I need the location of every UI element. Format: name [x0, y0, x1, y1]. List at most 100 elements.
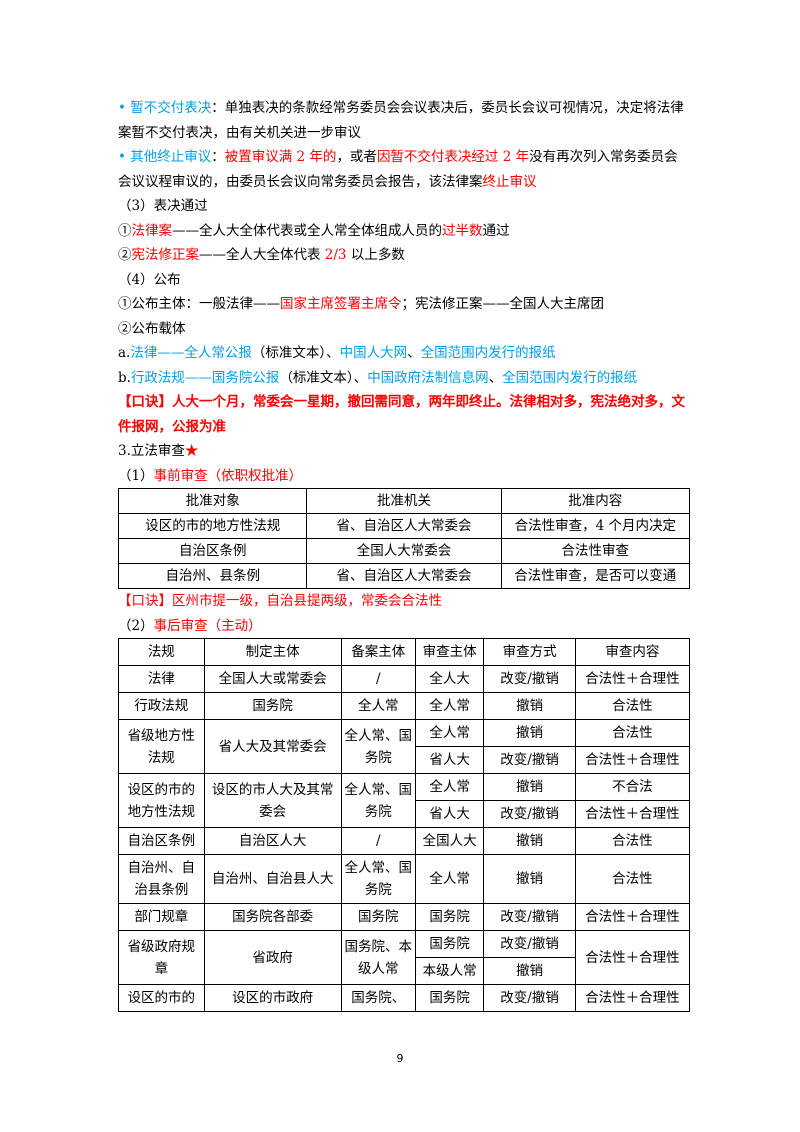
table-cell: 撤销 — [483, 827, 576, 855]
text: 以上多数 — [346, 247, 405, 263]
table-cell: 部门规章 — [118, 903, 205, 931]
table-cell: 全人大 — [414, 665, 485, 693]
table-cell: 设区的市的地方性法规 — [117, 513, 308, 539]
table-header: 批准机关 — [306, 488, 502, 514]
table-cell: 设区的市的 — [118, 984, 205, 1012]
text: ： — [211, 149, 225, 165]
table-cell: 国务院 — [340, 903, 416, 931]
mnemonic-1: 【口诀】人大一个月，常委会一星期，撤回需同意，两年即终止。法律相对多，宪法绝对多… — [118, 394, 685, 435]
table-cell: 改变/撤销 — [483, 984, 576, 1012]
table-cell: 国务院、本级人常 — [340, 930, 416, 985]
table-cell: 自治州、自治县人大 — [203, 854, 342, 904]
table-cell: 省级地方性法规 — [118, 719, 205, 774]
prior-review-table: 批准对象 批准机关 批准内容 设区的市的地方性法规 省、自治区人大常委会 合法性… — [117, 488, 691, 589]
table-cell: 合法性＋合理性 — [574, 665, 691, 693]
table-cell: 设区的市的地方性法规 — [118, 773, 205, 828]
table-cell: 合法性审查，4 个月内决定 — [500, 513, 691, 539]
mnemonic-2: 【口诀】区州市提一级，自治县提两级，常委会合法性 — [118, 593, 442, 609]
table-cell: 全人常 — [340, 692, 416, 720]
highlight: 行政法规——国务院公报 — [130, 369, 280, 386]
table-row: 设区的市的地方性法规 设区的市人大及其常委会 全人常、国务院 全人常 撤销 不合… — [118, 773, 691, 828]
num: ① — [118, 222, 132, 239]
heading-legislative-review: 3.立法审查★ — [118, 439, 690, 464]
table-header: 法规 — [118, 638, 205, 666]
table-cell: 全国人大 — [414, 827, 485, 855]
table-cell: 撤销 — [483, 719, 576, 747]
highlight: 法律——全人常公报 — [130, 345, 252, 361]
highlight: 事后审查（主动） — [153, 617, 262, 634]
text: （标准文本）、 — [251, 345, 340, 361]
num: ② — [118, 247, 132, 263]
table-cell: 国务院各部委 — [203, 903, 342, 931]
table-cell: 全国人大常委会 — [306, 538, 502, 564]
highlight: 全国范围内发行的报纸 — [502, 369, 638, 386]
table-header: 审查方式 — [483, 638, 576, 666]
table-cell: 自治州、县条例 — [117, 563, 308, 589]
table-cell: 本级人常 — [414, 957, 485, 985]
table-header-row: 批准对象 批准机关 批准内容 — [117, 488, 691, 514]
table-cell: 全人常、国务院 — [340, 719, 416, 774]
table-cell: 合法性 — [574, 692, 691, 720]
table-cell: 省人大 — [414, 800, 485, 828]
highlight: 国家主席签署主席令 — [280, 296, 402, 312]
text: 通过 — [482, 222, 510, 239]
table-cell: 改变/撤销 — [483, 746, 576, 774]
table-header: 制定主体 — [203, 638, 342, 666]
table-header: 批准内容 — [500, 488, 691, 514]
highlight: 中国人大网 — [339, 345, 408, 361]
table-row: 设区的市的 设区的市政府 国务院、 国务院 改变/撤销 合法性＋合理性 — [118, 984, 691, 1012]
table-cell: / — [340, 665, 416, 693]
table-cell: 改变/撤销 — [483, 930, 576, 958]
table-cell: 设区的市人大及其常委会 — [203, 773, 342, 828]
text: b. — [118, 369, 131, 386]
table-cell: 行政法规 — [118, 692, 205, 720]
highlight: 2/3 — [324, 247, 347, 263]
table-row: 自治州、自治县条例 自治州、自治县人大 全人常、国务院 全人常 撤销 合法性 — [118, 854, 691, 904]
table-cell: 合法性＋合理性 — [574, 800, 691, 828]
heading-prior-review: （1）事前审查（依职权批准） — [118, 464, 690, 489]
table-cell: 改变/撤销 — [483, 800, 576, 828]
table-cell: 省人大及其常委会 — [203, 719, 342, 774]
table-cell: 撤销 — [483, 957, 576, 985]
bullet: • — [118, 100, 126, 116]
heading-post-review: （2）事后审查（主动） — [118, 614, 690, 639]
text: a. — [118, 345, 131, 361]
highlight: 因暂不交付表决经过 2 年 — [376, 149, 530, 165]
table-cell: 改变/撤销 — [483, 665, 576, 693]
text: ，或者 — [336, 149, 377, 165]
highlight: 终止审议 — [482, 173, 537, 190]
text: ；宪法修正案——全国人大主席团 — [401, 296, 605, 312]
table-row: 行政法规 国务院 全人常 全人常 撤销 合法性 — [118, 692, 691, 720]
table-cell: 国务院 — [203, 692, 342, 720]
table-cell: 省人大 — [414, 746, 485, 774]
table-header: 备案主体 — [340, 638, 416, 666]
table-cell: / — [340, 827, 416, 855]
text: 、 — [407, 345, 421, 361]
vote-constitution: ②宪法修正案——全人大全体代表 2/3 以上多数 — [118, 243, 690, 268]
table-cell: 合法性 — [574, 719, 691, 747]
table-cell: 改变/撤销 — [483, 903, 576, 931]
highlight: 中国政府法制信息网 — [367, 369, 489, 386]
table-cell: 全人常 — [414, 692, 485, 720]
highlight: 被置审议满 2 年的 — [224, 149, 337, 165]
text: 、 — [488, 369, 503, 386]
text: （标准文本）、 — [279, 369, 368, 386]
term-terminate-review: 其他终止审议 — [130, 149, 212, 165]
table-row: 省人大 改变/撤销 合法性＋合理性 — [119, 800, 691, 828]
post-review-table: 法规 制定主体 备案主体 审查主体 审查方式 审查内容 法律 全国人大或常委会 … — [118, 638, 691, 1012]
table-cell: 国务院 — [414, 984, 485, 1012]
text: ①公布主体：一般法律—— — [118, 296, 280, 312]
term-defer-vote: 暂不交付表决 — [130, 100, 212, 116]
bullet: • — [118, 149, 126, 165]
document-body: • 暂不交付表决：单独表决的条款经常务委员会会议表决后，委员长会议可视情况，决定… — [117, 96, 691, 1012]
table-cell: 全人常、国务院 — [340, 854, 416, 904]
highlight: 事前审查（依职权批准） — [153, 467, 303, 484]
table-cell: 法律 — [118, 665, 205, 693]
table-cell: 省级政府规章 — [118, 930, 205, 985]
table-cell: 全国人大或常委会 — [203, 665, 342, 693]
publish-carrier: ②公布载体 — [118, 320, 186, 337]
table-row: 设区的市的地方性法规 省、自治区人大常委会 合法性审查，4 个月内决定 — [117, 513, 691, 539]
table-cell: 合法性 — [574, 827, 691, 855]
publish-subject: ①公布主体：一般法律——国家主席签署主席令；宪法修正案——全国人大主席团 — [118, 292, 690, 317]
carrier-law: a.法律——全人常公报（标准文本）、中国人大网、全国范围内发行的报纸 — [118, 341, 690, 366]
